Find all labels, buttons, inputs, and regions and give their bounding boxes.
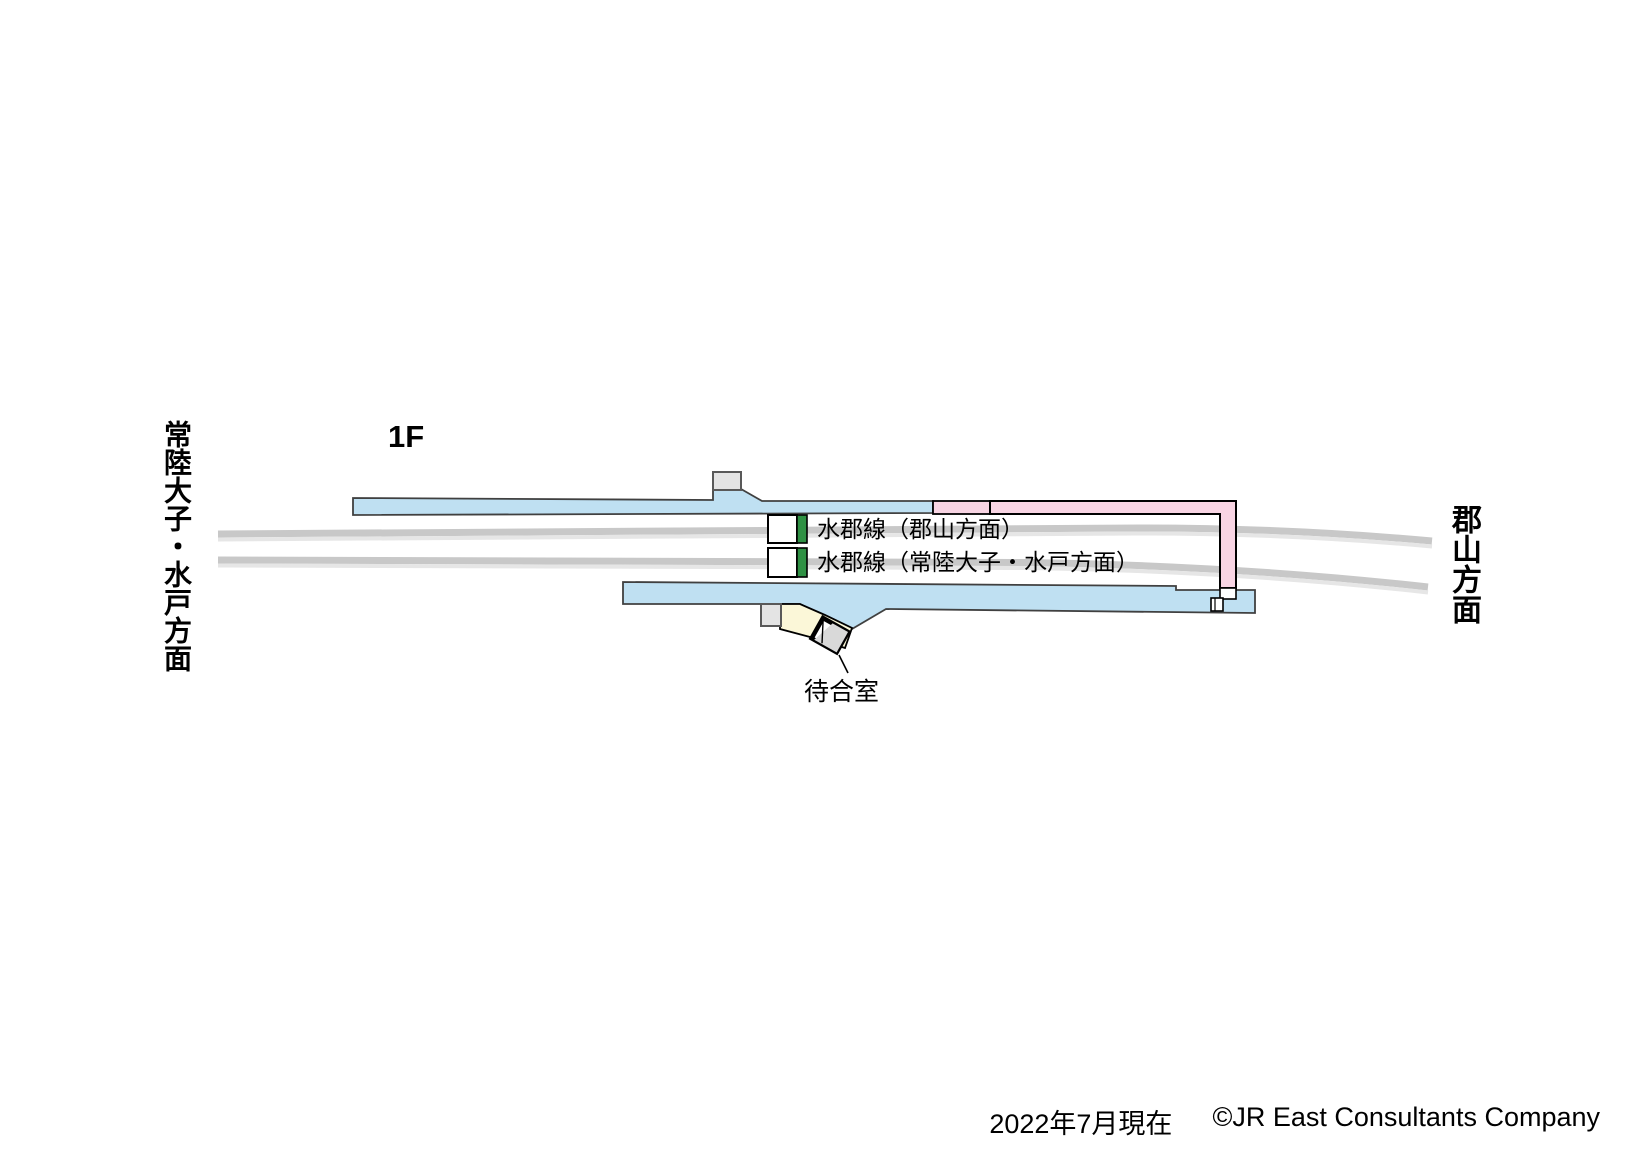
platform-access-box xyxy=(1210,597,1224,612)
waiting-room-pointer-line xyxy=(838,654,849,674)
waiting-room-door xyxy=(814,623,849,653)
footer-copyright: ©JR East Consultants Company xyxy=(1212,1102,1600,1132)
direction-label-right: 郡山方面 xyxy=(1447,504,1480,624)
waiting-room-door-line xyxy=(821,618,824,644)
walkway-flat-section xyxy=(932,500,991,515)
station-building xyxy=(712,471,742,491)
shed-building xyxy=(760,603,782,627)
waiting-room-label: 待合室 xyxy=(804,678,880,706)
direction-label-left: 常陸大子・水戸方面 xyxy=(161,420,192,672)
platform-indicator-2-box xyxy=(767,547,798,578)
track-label-hitachidaigo-mito: 水郡線（常陸大子・水戸方面） xyxy=(817,549,1139,575)
track-line-upper xyxy=(217,524,1433,545)
upper-platform xyxy=(352,488,934,516)
floor-label: 1F xyxy=(388,419,425,454)
platform-indicator-2-line-color xyxy=(796,547,808,578)
track-label-koriyama: 水郡線（郡山方面） xyxy=(817,516,1024,542)
footer-date: 2022年7月現在 xyxy=(989,1109,1173,1139)
lower-platform xyxy=(622,581,1256,631)
platform-indicator-1-line-color xyxy=(796,514,808,544)
stairs xyxy=(1219,587,1237,600)
footer: 2022年7月現在 ©JR East Consultants Company xyxy=(0,1102,1600,1141)
track-line-upper-shadow xyxy=(217,531,1433,549)
waiting-room xyxy=(808,614,852,656)
platform-indicator-1-box xyxy=(767,514,798,544)
